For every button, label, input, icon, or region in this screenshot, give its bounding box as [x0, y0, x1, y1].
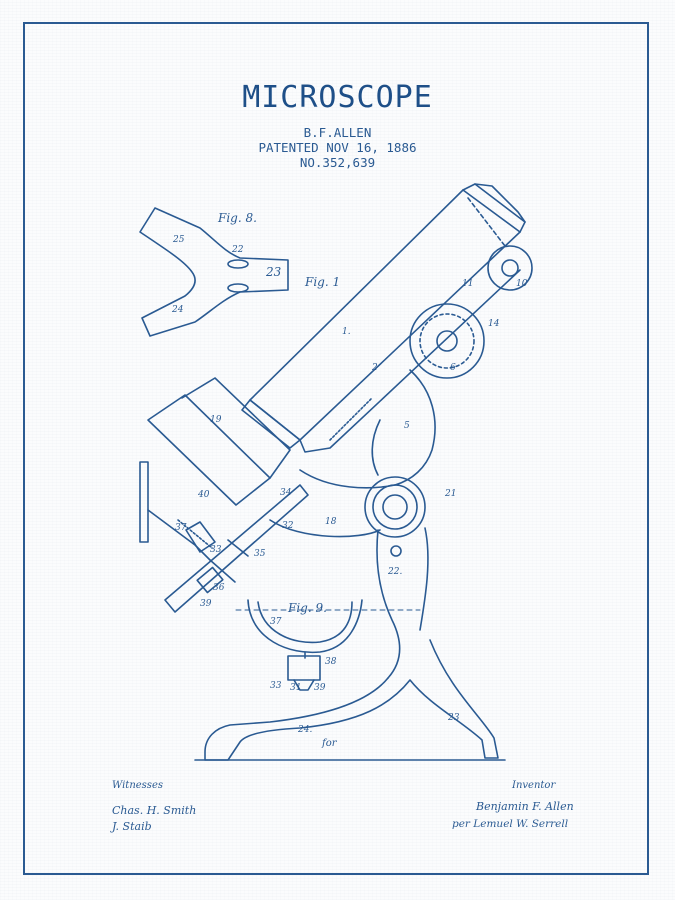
label-32: 32 — [282, 521, 294, 531]
mirror-assembly — [139, 377, 291, 561]
label-14: 14 — [488, 319, 500, 329]
pillar — [364, 476, 429, 679]
label-23b: 23 — [447, 713, 460, 723]
witness-signature-1: Chas. H. Smith — [112, 804, 197, 817]
label-40: 40 — [197, 490, 210, 500]
attorney-signature: per Lemuel W. Serrell — [452, 818, 569, 830]
inventor-name: B.F.ALLEN — [303, 125, 372, 140]
label-37: 37 — [175, 523, 187, 533]
label-24b: 24. — [297, 725, 312, 735]
label-11: 11 — [462, 279, 473, 289]
label-1: 1. — [342, 327, 351, 337]
fig1-title: Fig. 1 — [304, 275, 340, 289]
label-33b: 33 — [270, 681, 282, 691]
patent-date: PATENTED NOV 16, 1886 — [258, 140, 417, 155]
fig8-y-piece — [139, 207, 289, 337]
label-19: 19 — [210, 415, 222, 425]
label-36: 36 — [213, 583, 225, 593]
page-border — [23, 22, 649, 875]
inventor-label: Inventor — [512, 780, 556, 791]
label-22: 22 — [231, 245, 244, 255]
label-38: 38 — [325, 657, 337, 667]
coarse-focus-wheel — [409, 245, 533, 379]
label-22b: 22. — [387, 567, 402, 577]
label-24: 24 — [171, 305, 184, 315]
microscope-tube — [241, 183, 526, 453]
label-35: 35 — [254, 549, 266, 559]
label-31: 31 — [290, 683, 301, 693]
witness-signature-2: J. Staib — [112, 820, 152, 833]
witnesses-label: Witnesses — [112, 780, 163, 791]
fig9-condenser — [235, 599, 421, 691]
label-39b: 39 — [314, 683, 326, 693]
patent-number: NO.352,639 — [299, 155, 376, 170]
label-6: 6 — [450, 363, 456, 373]
microscope-arm — [269, 369, 436, 538]
draftsman-initial: for — [322, 738, 337, 749]
inventor-signature: Benjamin F. Allen — [476, 800, 574, 813]
label-34: 34 — [280, 488, 292, 498]
label-18: 18 — [325, 517, 337, 527]
label-39: 39 — [200, 599, 212, 609]
stage-arm — [164, 484, 309, 613]
label-33: 33 — [210, 545, 222, 555]
page-title: MICROSCOPE — [242, 80, 433, 115]
fig9-title: Fig. 9. — [287, 601, 327, 615]
label-5: 5 — [404, 421, 410, 431]
label-37b: 37 — [270, 617, 282, 627]
fig8-title: Fig. 8. — [217, 211, 257, 225]
label-21: 21 — [444, 489, 456, 499]
microscope-base — [194, 639, 506, 761]
label-25: 25 — [172, 235, 185, 245]
label-10: 10 — [516, 279, 528, 289]
label-23: 23 — [265, 265, 282, 279]
label-2: 2 — [371, 363, 378, 373]
